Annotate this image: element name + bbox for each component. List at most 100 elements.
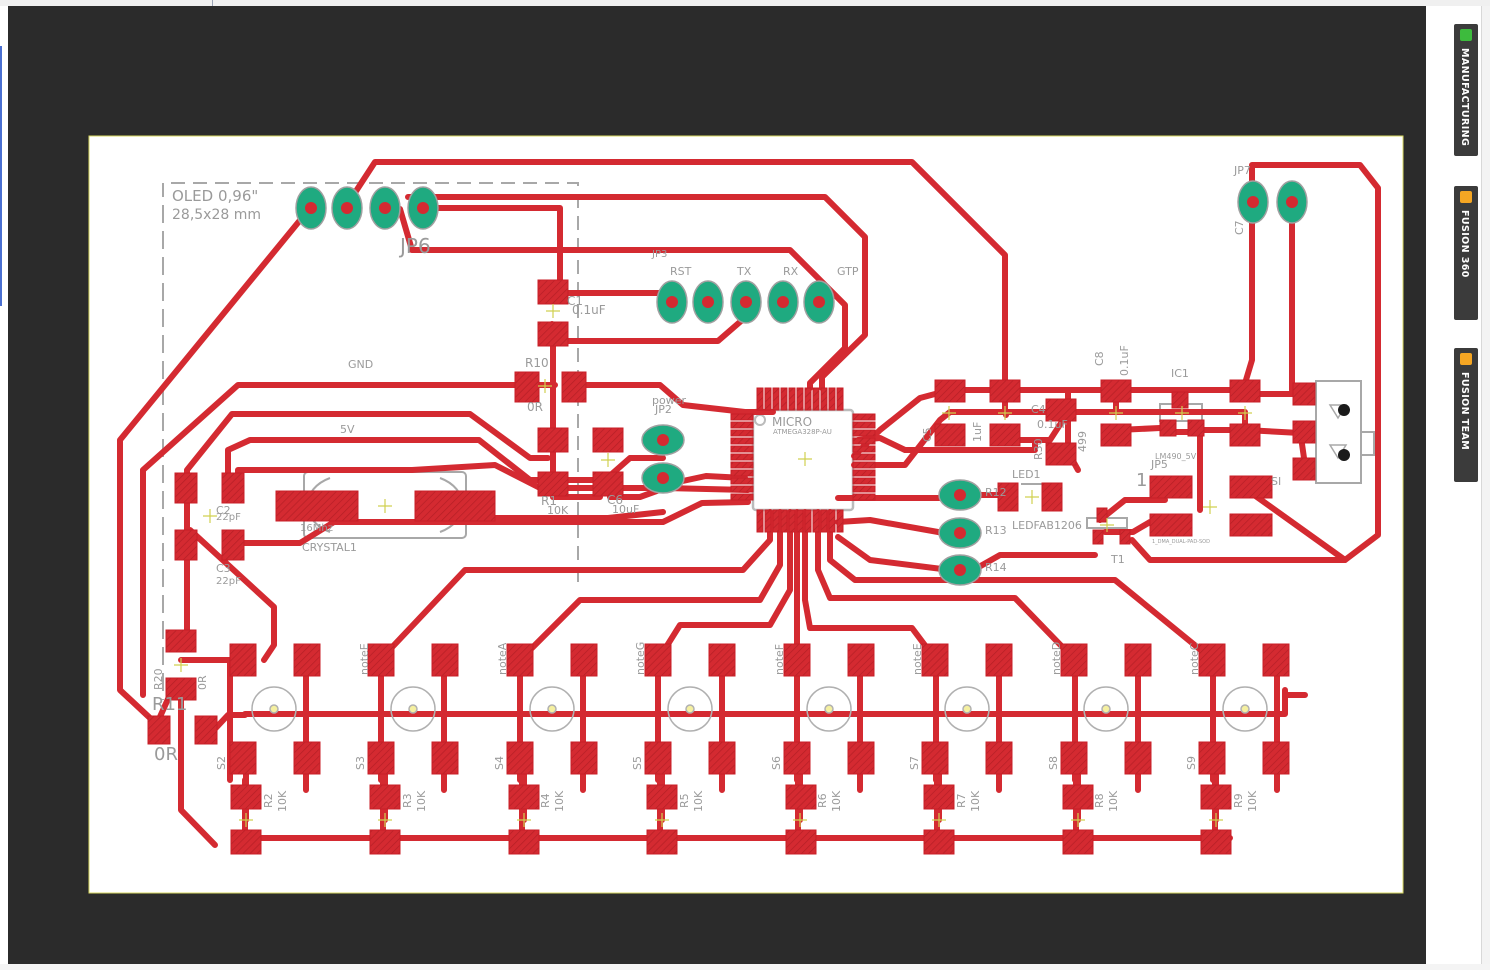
- origin-markers: [174, 304, 1252, 827]
- resistor-value: 10K: [830, 790, 843, 812]
- resistor-value: 10K: [1107, 790, 1120, 812]
- r10-name: R10: [525, 356, 549, 370]
- jp3-label: JP3: [651, 249, 667, 260]
- right-panel-scrollbar[interactable]: [1481, 6, 1490, 970]
- tab-manufacturing[interactable]: MANUFACTURING: [1454, 24, 1478, 156]
- crystal-name: CRYSTAL1: [302, 541, 357, 554]
- c5-name: C5: [921, 427, 934, 442]
- status-bar-edge: [0, 964, 1490, 970]
- fusion-team-icon: [1460, 353, 1472, 365]
- resistor-value: 10K: [276, 790, 289, 812]
- note-label: noteC: [1188, 642, 1201, 675]
- r30-name: R30: [1032, 438, 1045, 460]
- switch-label: S5: [631, 756, 644, 770]
- c3-value: 22pF: [216, 576, 241, 587]
- through-hole-pads[interactable]: [295, 180, 1350, 586]
- micro-name: MICRO: [772, 415, 812, 429]
- ic1-label: IC1: [1171, 367, 1189, 380]
- tab-fusion-team[interactable]: FUSION TEAM: [1454, 348, 1478, 482]
- c8-name: C8: [1093, 351, 1106, 366]
- pin-tx-label: TX: [736, 265, 752, 278]
- note-label: noteF: [773, 644, 786, 675]
- smd-pad-layer[interactable]: [147, 279, 1316, 855]
- switch-label: S7: [908, 756, 921, 770]
- switch-label: S8: [1047, 756, 1060, 770]
- switch-label: S3: [354, 756, 367, 770]
- right-side-panel: MANUFACTURING FUSION 360 FUSION TEAM: [1426, 6, 1490, 970]
- oled-label-line1: OLED 0,96": [172, 187, 258, 205]
- resistor-name: R7: [955, 793, 968, 808]
- resistor-name: R3: [401, 793, 414, 808]
- resistor-value: 10K: [415, 790, 428, 812]
- r30-value: 499: [1076, 431, 1089, 452]
- c6-value: 10uF: [612, 503, 639, 516]
- micro-part: ATMEGA328P-AU: [773, 428, 832, 436]
- crystal-value: 16Mhz: [300, 523, 333, 534]
- note-label: noteA: [496, 642, 509, 675]
- r20-value: 0R: [196, 675, 209, 690]
- left-panel-edge: [0, 6, 8, 970]
- pin-gtp-label: GTP: [837, 265, 859, 278]
- note-label: noteG: [634, 642, 647, 675]
- c3-name: C3: [216, 562, 231, 575]
- resistor-name: R2: [262, 793, 275, 808]
- jp2-name: JP2: [654, 403, 672, 416]
- resistor-value: 10K: [969, 790, 982, 812]
- resistor-name: R9: [1232, 793, 1245, 808]
- c4-value: 0.1uF: [1037, 418, 1068, 431]
- note-label: noteE: [358, 643, 371, 675]
- reg-label: 1_DMA_DUAL-PAD-SOD: [1152, 539, 1210, 545]
- jp2-value: power: [652, 394, 686, 407]
- resistor-name: R5: [678, 793, 691, 808]
- top-toolbar-edge: [0, 0, 1490, 6]
- tab-manufacturing-label: MANUFACTURING: [1459, 48, 1470, 147]
- switch-label: S4: [493, 756, 506, 770]
- r1-name: R1: [541, 494, 557, 508]
- manufacturing-icon: [1460, 29, 1472, 41]
- r1-value: 10K: [547, 504, 569, 517]
- r13-label: R13: [985, 524, 1007, 537]
- oled-label-line2: 28,5x28 mm: [172, 207, 261, 223]
- toolbar-separator: [212, 0, 213, 6]
- resistor-value: 10K: [553, 790, 566, 812]
- r12-label: R12: [985, 486, 1007, 499]
- r11-value: 0R: [154, 744, 178, 765]
- c7-label: C7: [1233, 220, 1246, 235]
- c2-value: 22pF: [216, 512, 241, 523]
- 5v-label: 5V: [340, 423, 355, 436]
- tab-fusion-360-label: FUSION 360: [1459, 210, 1470, 278]
- r10-value: 0R: [527, 400, 543, 414]
- resistor-name: R6: [816, 793, 829, 808]
- r11-name: R11: [152, 694, 187, 715]
- fusion-360-icon: [1460, 191, 1472, 203]
- pin1-label: 1: [1136, 470, 1147, 491]
- jp6-label: JP6: [398, 234, 431, 258]
- r20-name: R20: [152, 668, 165, 690]
- jp5-part: LM490_5V: [1155, 452, 1197, 461]
- note-label: noteD: [1050, 642, 1063, 675]
- c1-value: 0.1uF: [572, 303, 606, 317]
- jp7-label: JP7: [1233, 164, 1251, 177]
- resistor-value: 10K: [692, 790, 705, 812]
- c1-name: C1: [567, 294, 583, 308]
- led1-part: LEDFAB1206: [1012, 519, 1082, 532]
- pin-rst-label: RST: [670, 265, 692, 278]
- pin-rx-label: RX: [783, 265, 799, 278]
- r14-label: R14: [985, 561, 1007, 574]
- switch-label: S6: [770, 756, 783, 770]
- switch-label: S2: [215, 756, 228, 770]
- c5-value: 1uF: [971, 422, 984, 442]
- gnd-label: GND: [348, 358, 373, 371]
- tab-fusion-team-label: FUSION TEAM: [1459, 372, 1470, 451]
- tab-fusion-360[interactable]: FUSION 360: [1454, 186, 1478, 320]
- resistor-name: R8: [1093, 793, 1106, 808]
- c2-name: C2: [216, 504, 231, 517]
- led1-name: LED1: [1012, 468, 1041, 481]
- si-label: SI: [1271, 475, 1281, 488]
- switch-label: S9: [1185, 756, 1198, 770]
- note-label: noteE: [911, 643, 924, 675]
- jp5-name: JP5: [1150, 458, 1168, 471]
- resistor-name: R4: [539, 793, 552, 808]
- c6-name: C6: [607, 493, 623, 507]
